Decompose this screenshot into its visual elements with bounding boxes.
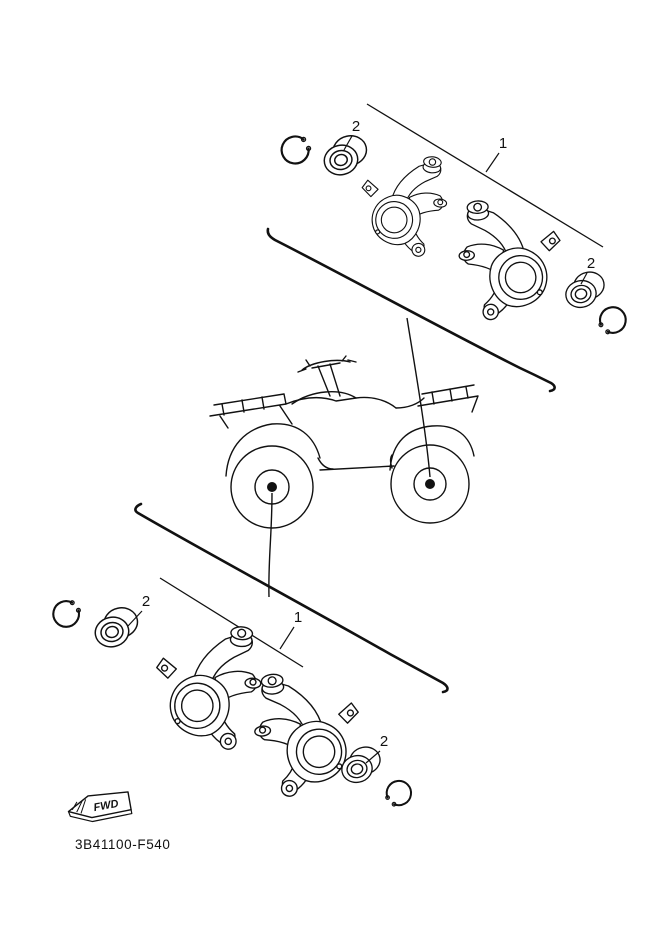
fwd-flag: FWD [67, 791, 133, 823]
atv-front-fender [389, 425, 475, 471]
bottom-divider-line [134, 502, 449, 694]
atv-footboard [317, 454, 395, 471]
atv-front-rim [413, 467, 447, 501]
atv-front-rack [417, 384, 479, 413]
bottom-circlip-right [379, 775, 417, 812]
atv-front-wheel [390, 444, 470, 524]
fwd-flag-hatching [71, 799, 87, 814]
front-wheel-hub-dot [425, 479, 435, 489]
top-parts-group: 2 1 2 [277, 103, 632, 340]
rear-wheel-hub-dot [267, 482, 277, 492]
atv-rear-wheel [230, 445, 314, 529]
atv-handlebar [297, 355, 357, 373]
top-circlip-left [277, 131, 315, 168]
atv-front-body [395, 397, 425, 409]
callout-1-bottom: 1 [294, 609, 302, 626]
callout-2-top-right: 2 [587, 255, 595, 272]
atv-seat [291, 391, 357, 405]
fwd-flag-label: FWD [93, 798, 120, 814]
atv-body-top [285, 396, 397, 409]
atv-rear-fender [225, 423, 321, 477]
callout-2-top-left: 2 [352, 118, 360, 135]
fwd-flag-thickness-edge [67, 809, 133, 823]
part-code: 3B41100-F540 [75, 837, 171, 852]
leader-line-to-top-group [406, 317, 431, 478]
bottom-bearing-left-leader [127, 610, 143, 627]
top-circlip-right [592, 301, 632, 340]
bottom-circlip-left [48, 595, 86, 633]
atv-steering-column [317, 363, 341, 397]
top-bearing-left [319, 132, 372, 179]
fwd-flag-shape [67, 791, 132, 819]
bottom-assembly-leader [279, 626, 295, 650]
bottom-parts-group: 2 1 2 [48, 577, 417, 812]
steering-knuckle-bottom-left [150, 620, 266, 752]
steering-knuckle-top-left [355, 149, 452, 260]
top-assembly-leader [485, 152, 500, 173]
bottom-bearing-right-leader [365, 750, 381, 764]
bottom-assembly-bracket-line [159, 577, 304, 668]
callout-2-bottom-left: 2 [142, 593, 150, 610]
callout-1-top: 1 [499, 135, 507, 152]
top-bearing-right [561, 268, 609, 311]
top-assembly-bracket-line [366, 103, 604, 248]
atv-rear-rack [209, 393, 293, 429]
top-divider-line [266, 227, 556, 393]
top-bearing-right-leader [580, 272, 588, 285]
atv-illustration [209, 355, 479, 529]
top-bearing-left-leader [343, 135, 353, 151]
callout-2-bottom-right: 2 [380, 733, 388, 750]
leader-line-to-bottom-group [268, 492, 273, 598]
bottom-bearing-left [90, 604, 143, 651]
